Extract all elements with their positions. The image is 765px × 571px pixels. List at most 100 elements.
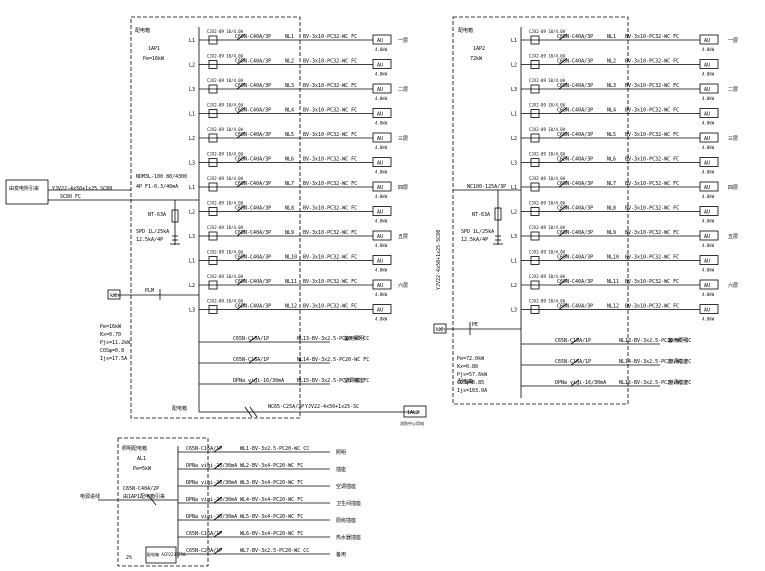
- circuit-contactor: CJX2-09 10/4.0A: [529, 299, 566, 304]
- circuit-contactor: CJX2-09 10/4.0A: [529, 176, 566, 181]
- circuit-id: NL10: [285, 255, 297, 261]
- circuit-box: [372, 206, 392, 216]
- circuit-switch: [558, 180, 568, 188]
- circuit-kw: 4.0kW: [702, 72, 715, 77]
- bottom-load: 照明: [336, 450, 346, 456]
- right-main-breaker: NC100-125A/3P: [467, 184, 506, 190]
- circuit-box: [372, 108, 392, 118]
- bottom-cable: WL5-BV-3x4-PC20-WC FC: [240, 514, 303, 520]
- circuit-id: NL3: [285, 83, 294, 89]
- circuit-meter: [530, 280, 540, 290]
- circuit-cable: BV-3x10-PC32-WC FC: [625, 108, 679, 114]
- circuit-kw: 4.0kW: [702, 47, 715, 52]
- circuit-phase: L1: [511, 259, 517, 265]
- bottom-switch: [213, 513, 223, 521]
- circuit-meter: [208, 158, 218, 167]
- bottom-switch: [213, 496, 223, 504]
- circuit-id: NL11: [607, 279, 619, 285]
- circuit-id: NL12: [285, 304, 297, 310]
- circuit-id: NL9: [607, 230, 616, 236]
- circuit-contactor: CJX2-09 10/4.0A: [207, 274, 244, 279]
- circuit-kw: 4.0kW: [375, 292, 388, 297]
- circuit-load: 二层: [728, 87, 738, 93]
- circuit-kw: 4.0kW: [702, 170, 715, 175]
- spare-breaker: C65N-C10A/1P: [233, 336, 269, 342]
- circuit-meter: [530, 133, 540, 143]
- circuit-meter: [530, 109, 540, 118]
- circuit-id: NL6: [285, 157, 294, 163]
- circuit-box: [699, 157, 719, 167]
- spare-load: 空调插座: [668, 358, 688, 365]
- bottom-cable: WL6-BV-3x4-PC20-WC FC: [240, 531, 303, 537]
- circuit-kw: 4.0kW: [702, 96, 715, 101]
- circuit-id: NL4: [285, 108, 294, 114]
- circuit-contactor: CJX2-09 10/4.0A: [207, 225, 244, 230]
- circuit-id: NL2: [607, 59, 616, 65]
- circuit-contactor: CJX2-09 10/4.0A: [529, 78, 566, 83]
- tail-target-sub: 消防中心用电: [400, 420, 424, 426]
- circuit-kw: 4.0kW: [375, 243, 388, 248]
- circuit-breaker: C65N-C40A/3P: [235, 157, 271, 163]
- circuit-switch: [558, 58, 568, 65]
- circuit-phase: L2: [511, 63, 517, 69]
- circuit-contactor: CJX2-09 10/4.0A: [529, 225, 566, 230]
- circuit-box-label: AU: [704, 185, 710, 191]
- circuit-cable: BV-3x10-PC32-WC FC: [303, 230, 357, 236]
- circuit-load: 三层: [398, 136, 408, 142]
- circuit-meter: [208, 280, 218, 290]
- spare-load: 空调插座: [344, 377, 364, 384]
- circuit-load: 四层: [728, 185, 738, 191]
- circuit-meter: [530, 207, 540, 216]
- calc-param: COSφ=0.85: [457, 380, 484, 386]
- circuit-contactor: CJX2-09 10/4.0A: [529, 29, 566, 34]
- circuit-kw: 4.0kW: [375, 317, 388, 322]
- circuit-box: [699, 132, 719, 143]
- circuit-kw: 4.0kW: [702, 121, 715, 126]
- left-panel-power: Pe=16kW: [143, 56, 165, 62]
- circuit-box: [372, 255, 392, 265]
- bottom-load: 备用: [336, 551, 346, 558]
- spare-breaker: C65N-C16A/1P: [233, 357, 269, 363]
- circuit-switch: [236, 107, 246, 114]
- circuit-phase: L2: [189, 210, 195, 216]
- circuit-breaker: C65N-C40A/3P: [557, 279, 593, 285]
- circuit-id: NL4: [607, 108, 616, 114]
- circuit-phase: L1: [189, 185, 195, 191]
- circuit-contactor: CJX2-09 10/4.0A: [529, 201, 566, 206]
- circuit-box: [699, 108, 719, 118]
- circuit-contactor: CJX2-09 10/4.0A: [529, 127, 566, 132]
- bottom-load: 厨房插座: [336, 517, 356, 524]
- circuit-cable: BV-3x10-PC32-WC FC: [303, 206, 357, 212]
- circuit-breaker: C65N-C40A/3P: [557, 255, 593, 261]
- circuit-switch: [236, 180, 246, 188]
- circuit-meter: [530, 35, 540, 45]
- spare-load: 空调插座: [668, 379, 688, 386]
- spare-load: 备用照明: [344, 335, 364, 342]
- circuit-contactor: CJX2-09 10/4.0A: [207, 176, 244, 181]
- circuit-kw: 4.0kW: [702, 243, 715, 248]
- circuit-load: 五层: [728, 234, 738, 240]
- circuit-cable: BV-3x10-PC32-WC FC: [625, 34, 679, 40]
- circuit-box: [699, 255, 719, 265]
- circuit-id: NL2: [285, 59, 294, 65]
- spare-switch: [570, 337, 580, 345]
- tail-target: 1AL2: [407, 410, 419, 416]
- circuit-breaker: C65N-C40A/3P: [235, 230, 271, 236]
- circuit-meter: [530, 158, 540, 167]
- calc-param: COSφ=0.8: [100, 348, 124, 354]
- circuit-contactor: CJX2-09 10/4.0A: [207, 127, 244, 132]
- circuit-load: 六层: [398, 282, 408, 289]
- circuit-load: 二层: [398, 87, 408, 93]
- right-box-label: 配电箱: [458, 27, 473, 34]
- circuit-box: [372, 132, 392, 143]
